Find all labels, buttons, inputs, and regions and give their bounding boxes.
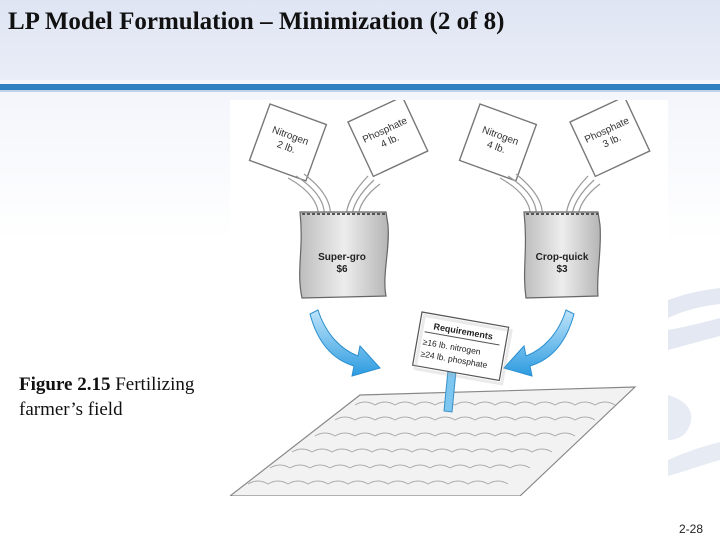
- bag-label: Super-gro: [318, 252, 366, 263]
- crop-quick-group: Nitrogen 4 lb. Phosphate 3 lb. Crop-quic…: [458, 100, 651, 299]
- packet-phosphate-super-gro: Phosphate 4 lb.: [347, 100, 429, 178]
- bag-price: $3: [556, 264, 568, 275]
- title-underline: [0, 84, 720, 90]
- pour-streams-right: [499, 173, 601, 219]
- bag-price: $6: [336, 264, 348, 275]
- fertilizer-diagram: Nitrogen 2 lb. Phosphate 4 lb. Super-: [230, 100, 651, 496]
- packet-phosphate-crop-quick: Phosphate 3 lb.: [569, 100, 651, 178]
- title-bar: [0, 0, 720, 80]
- farmer-field: [230, 386, 637, 496]
- title-underline-shadow: [0, 90, 720, 92]
- sign-divider: [424, 331, 500, 346]
- figure-caption: Figure 2.15 Fertilizing farmer’s field: [19, 372, 249, 422]
- arrow-left-icon: [309, 309, 381, 377]
- bag-super-gro: [299, 211, 389, 299]
- caption-text-line2: farmer’s field: [19, 399, 123, 420]
- bag-crop-quick: [523, 211, 601, 299]
- slide-title: LP Model Formulation – Minimization (2 o…: [8, 8, 505, 35]
- arrow-right-icon: [503, 309, 575, 377]
- fertilizer-illustration: Nitrogen 2 lb. Phosphate 4 lb. Super-: [230, 100, 668, 496]
- packet-nitrogen-super-gro: Nitrogen 2 lb.: [248, 103, 328, 182]
- bag-label: Crop-quick: [536, 252, 589, 263]
- page-number: 2-28: [678, 522, 703, 536]
- figure-reference: Figure 2.15: [19, 374, 111, 395]
- pour-streams-left: [287, 173, 381, 219]
- super-gro-group: Nitrogen 2 lb. Phosphate 4 lb. Super-: [248, 100, 429, 299]
- caption-text-line1: Fertilizing: [115, 374, 195, 395]
- requirements-sign: Requirements ≥16 lb. nitrogen ≥24 lb. ph…: [411, 311, 513, 413]
- packet-nitrogen-crop-quick: Nitrogen 4 lb.: [458, 103, 538, 182]
